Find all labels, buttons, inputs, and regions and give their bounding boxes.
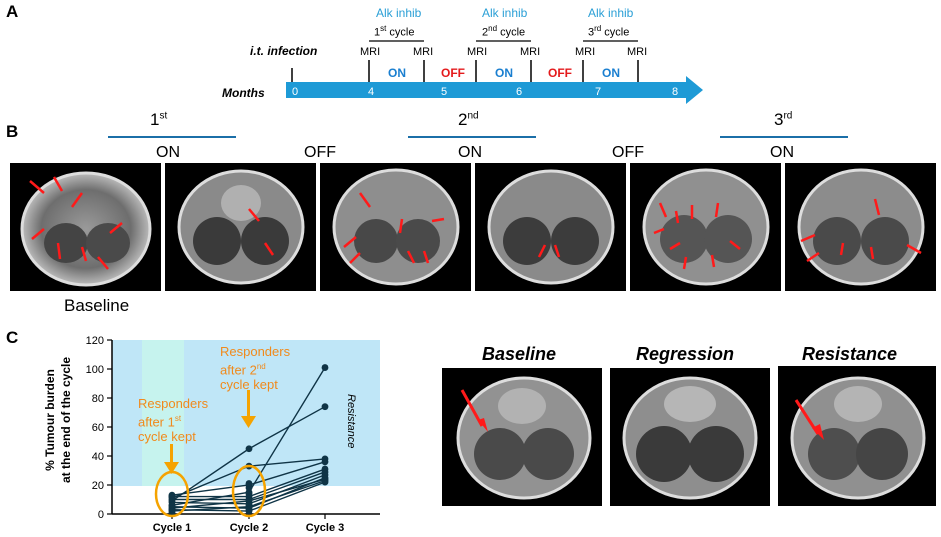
mri-label: MRI [627, 46, 648, 58]
cycle-label-2: 2nd cycle [482, 24, 526, 39]
data-point [168, 501, 176, 509]
data-point [245, 496, 253, 503]
data-point [321, 477, 329, 485]
segment-on-1: ON [388, 66, 406, 80]
mri-scan-off-1 [165, 163, 316, 291]
mri-scan-on-3 [630, 163, 781, 291]
mri-scan-image [790, 376, 926, 500]
mri-scan-image [177, 169, 305, 285]
mri-scan-off-2 [475, 163, 626, 291]
cycle-label-1: 1st cycle [374, 24, 415, 39]
alk-inhib-label-3: Alk inhib [588, 6, 634, 20]
data-point [168, 493, 176, 500]
mri-scan-c-regression [610, 368, 770, 506]
state-on-2: ON [458, 144, 482, 161]
mri-scan-image [332, 168, 460, 286]
cycle-header-1: 1st [150, 110, 168, 129]
x-tick-label: Cycle 1 [153, 522, 192, 534]
y-tick-label: 60 [92, 422, 104, 434]
mri-label: MRI [467, 46, 488, 58]
baseline-caption: Baseline [64, 296, 130, 315]
y-axis: 0 20 40 60 80 100 120 [86, 335, 113, 521]
responders-1-annotation: Responders after 1st cycle kept [138, 396, 209, 445]
y-tick-label: 20 [92, 480, 104, 492]
x-tick-label: Cycle 3 [306, 522, 345, 534]
data-point [321, 455, 329, 463]
segment-on-3: ON [602, 66, 620, 80]
panel-a-label: A [6, 2, 19, 21]
data-points [168, 364, 329, 516]
mri-scan-image [622, 376, 758, 500]
y-tick-label: 100 [86, 364, 104, 376]
state-on-3: ON [770, 144, 794, 161]
y-tick-label: 80 [92, 393, 104, 405]
mri-label: MRI [575, 46, 596, 58]
data-point [245, 490, 253, 498]
image-label-resistance: Resistance [802, 344, 898, 364]
month-8: 8 [672, 86, 678, 98]
month-4: 4 [368, 86, 374, 98]
mri-scan-c-resistance [778, 366, 936, 506]
orange-arrows [164, 390, 256, 474]
segment-off-1: OFF [441, 66, 465, 80]
mri-scan-image [487, 169, 615, 285]
y-axis-label-1: % Tumour burden [43, 369, 57, 471]
mri-scan-on-3b [785, 163, 936, 291]
mri-scan-image [20, 171, 152, 287]
data-point [321, 364, 329, 371]
resistance-label: Resistance [345, 394, 357, 448]
mri-scan-image [456, 376, 592, 500]
alk-inhib-label-1: Alk inhib [376, 6, 422, 20]
image-label-regression: Regression [636, 344, 735, 364]
mri-scan-image [642, 168, 770, 286]
y-tick-label: 40 [92, 451, 104, 463]
cycle-label-3: 3rd cycle [588, 24, 630, 39]
data-point [321, 465, 329, 473]
timeline-graphic: 0 4 5 6 7 8 [286, 40, 703, 104]
mri-scan-c-baseline [442, 368, 602, 506]
responders-2-annotation: Responders after 2nd cycle kept [220, 344, 291, 393]
panel-b-label: B [6, 122, 19, 141]
state-on-1: ON [156, 144, 180, 161]
data-point [321, 403, 329, 411]
month-0: 0 [292, 86, 298, 98]
mri-scan-image [797, 168, 925, 286]
month-5: 5 [441, 86, 447, 98]
segment-off-2: OFF [548, 66, 572, 80]
data-point [245, 445, 253, 453]
cycle-header-3: 3rd [774, 110, 793, 129]
mri-label: MRI [520, 46, 541, 58]
alk-inhib-label-2: Alk inhib [482, 6, 528, 20]
y-axis-label-2: at the end of the cycle [59, 357, 73, 483]
month-7: 7 [595, 86, 601, 98]
mri-scan-on-2 [320, 163, 471, 291]
infection-label: i.t. infection [250, 44, 318, 58]
state-off-1: OFF [304, 144, 336, 161]
y-tick-label: 120 [86, 335, 104, 347]
data-point [245, 480, 253, 487]
mri-label: MRI [413, 46, 434, 58]
y-tick-label: 0 [98, 509, 104, 521]
data-point [245, 501, 253, 509]
panel-c-label: C [6, 328, 19, 347]
image-label-baseline: Baseline [482, 344, 557, 364]
months-label: Months [222, 86, 265, 100]
cycle-bars [108, 136, 848, 138]
month-6: 6 [516, 86, 522, 98]
cycle1-highlight [142, 340, 184, 486]
x-tick-label: Cycle 2 [230, 522, 269, 534]
tumour-burden-chart: 0 20 40 60 80 100 120 Cycle 1 Cycle 2 Cycle 3 Re… [43, 335, 380, 534]
segment-on-2: ON [495, 66, 513, 80]
mri-label: MRI [360, 46, 381, 58]
state-off-2: OFF [612, 144, 644, 161]
mri-scan-baseline [10, 163, 161, 291]
cycle-header-2: 2nd [458, 110, 479, 129]
responders-2-circle [231, 464, 267, 518]
x-axis: Cycle 1 Cycle 2 Cycle 3 [112, 513, 380, 534]
